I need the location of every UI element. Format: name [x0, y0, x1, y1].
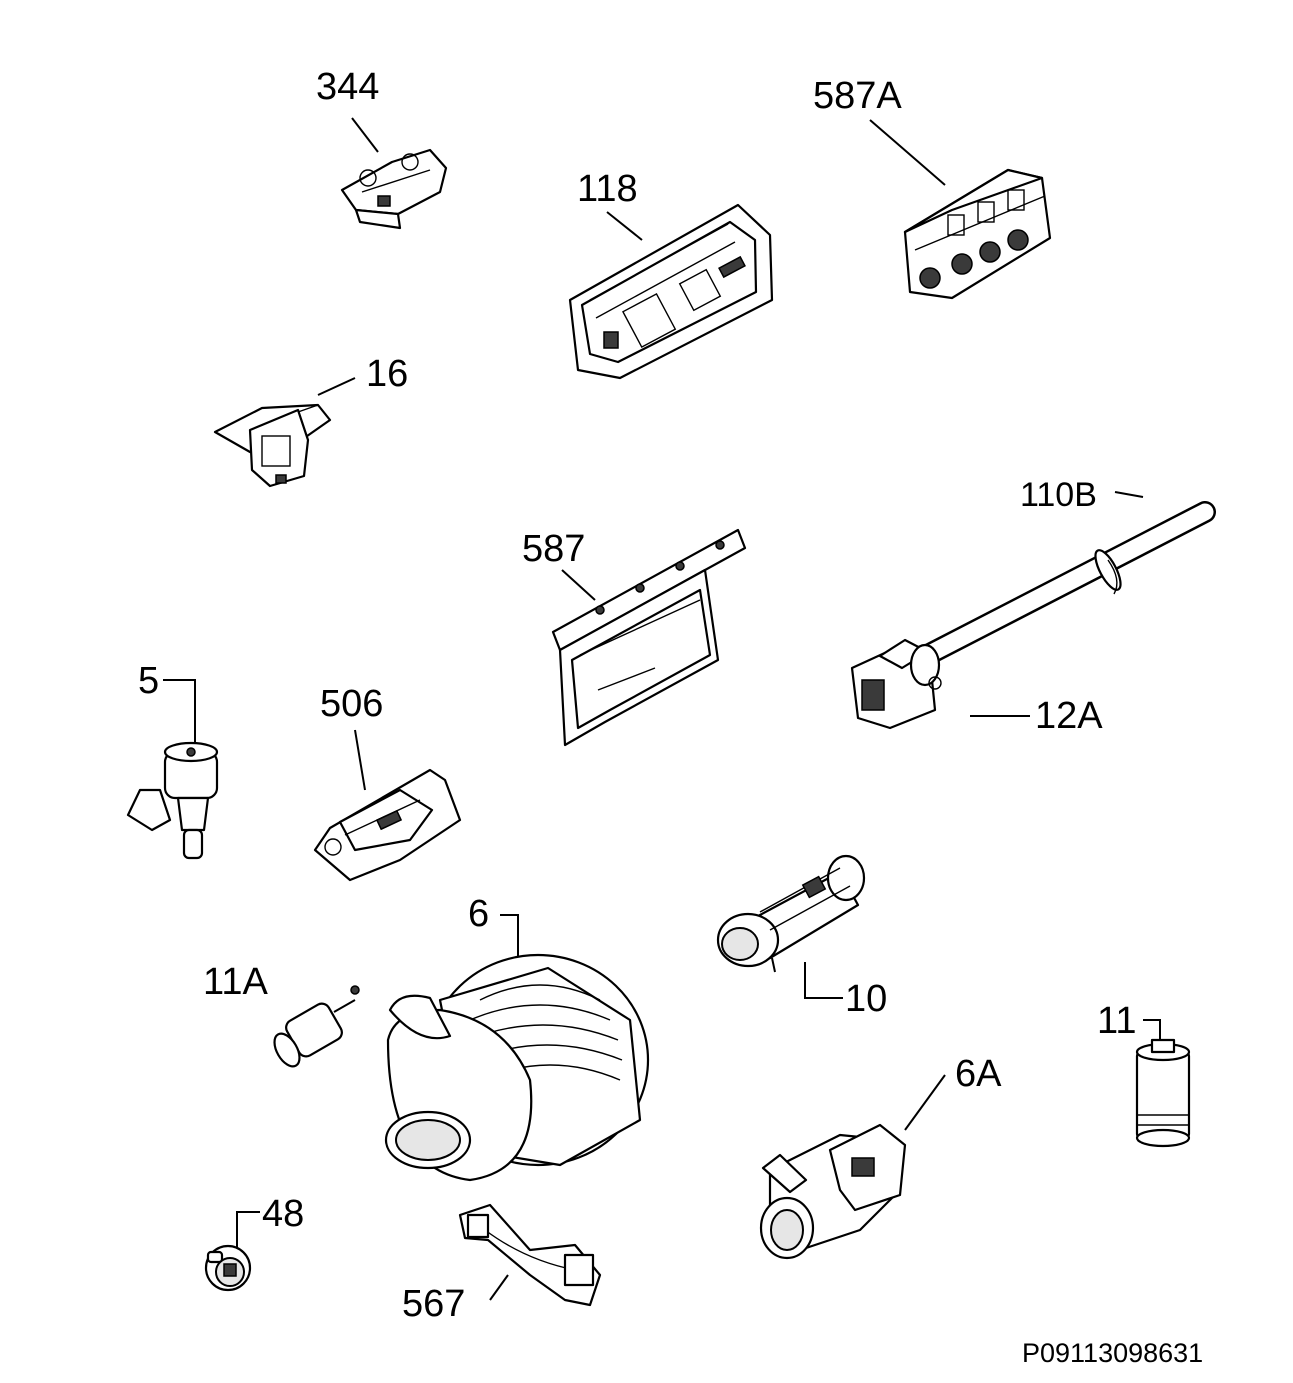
part-567-seal-bracket — [458, 1203, 602, 1307]
part-5-inlet-valve — [126, 741, 219, 860]
part-12a-pressure-sensor — [850, 638, 942, 730]
part-587-bracket — [551, 528, 747, 747]
part-16-switch — [213, 403, 332, 488]
part-506-sensor — [313, 768, 462, 882]
label-587: 587 — [522, 528, 586, 570]
label-5: 5 — [138, 660, 160, 702]
leader-lines — [163, 117, 1161, 1301]
label-567: 567 — [402, 1283, 466, 1325]
part-6-pump-motor — [384, 953, 650, 1182]
label-344: 344 — [316, 66, 380, 108]
label-10: 10 — [845, 978, 888, 1020]
part-344-clip — [340, 148, 448, 230]
part-10-heater — [716, 854, 866, 973]
label-11: 11 — [1097, 1000, 1137, 1042]
label-587a: 587A — [813, 75, 902, 117]
part-110b-tube — [907, 501, 1216, 671]
label-118: 118 — [577, 168, 638, 210]
part-6a-drain-pump — [759, 1123, 907, 1260]
part-11-capacitor — [1135, 1038, 1191, 1148]
label-11a: 11A — [203, 961, 268, 1003]
label-12a: 12A — [1035, 695, 1103, 737]
label-16: 16 — [366, 353, 409, 395]
part-11a-capacitor — [273, 985, 360, 1068]
label-506: 506 — [320, 683, 384, 725]
label-48: 48 — [262, 1193, 305, 1235]
label-6a: 6A — [955, 1053, 1002, 1095]
part-587a-module — [903, 168, 1052, 300]
drawing-code: P09113098631 — [1022, 1338, 1204, 1368]
label-6: 6 — [468, 893, 490, 935]
part-48-plug — [204, 1244, 252, 1292]
part-118-control-board — [568, 203, 774, 380]
label-110b: 110B — [1020, 476, 1097, 514]
